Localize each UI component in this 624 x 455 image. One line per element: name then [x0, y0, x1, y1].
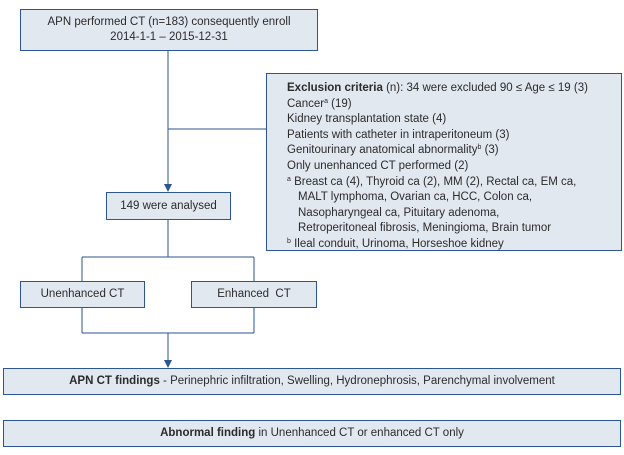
exclusion-cancer: Cancera (19) — [287, 97, 611, 113]
genito-label: Genitourinary anatomical abnormality — [287, 144, 478, 157]
exclusion-genitourinary: Genitourinary anatomical abnormalityb (3… — [287, 143, 611, 159]
footnote-b-line: b Ileal conduit, Urinoma, Horseshoe kidn… — [287, 237, 611, 253]
exclusion-unenhanced-only: Only unenhanced CT performed (2) — [287, 159, 469, 172]
apn-ct-findings-box: APN CT findings - Perinephric infiltrati… — [3, 368, 621, 395]
enrollment-text: APN performed CT (n=183) consequently en… — [47, 16, 291, 28]
cancer-footnote-mark: a — [324, 97, 328, 105]
exclusion-title-line: Exclusion criteria (n): 34 were excluded… — [287, 81, 611, 97]
cancer-label: Cancer — [287, 97, 325, 110]
exclusion-summary: (n): 34 were excluded 90 ≤ Age ≤ 19 (3) — [382, 82, 588, 94]
exclusion-kidney: Kidney transplantation state (4) — [287, 113, 447, 126]
genito-count: (3) — [481, 144, 499, 157]
footnote-a-mark: a — [287, 175, 291, 183]
enrollment-box: APN performed CT (n=183) consequently en… — [20, 9, 318, 51]
abnormal-title: Abnormal finding — [160, 427, 256, 439]
exclusion-title: Exclusion criteria — [287, 82, 383, 94]
footnote-a-text: Breast ca (4), Thyroid ca (2), MM (2), R… — [290, 175, 577, 188]
enhanced-ct-label: Enhanced CT — [217, 288, 291, 300]
findings-line: APN CT findings - Perinephric infiltrati… — [69, 374, 555, 389]
enhanced-ct-box: Enhanced CT — [191, 281, 317, 308]
abnormal-finding-box: Abnormal finding in Unenhanced CT or enh… — [3, 420, 621, 447]
footnote-b-text: Ileal conduit, Urinoma, Horseshoe kidney — [290, 237, 504, 250]
abnormal-line: Abnormal finding in Unenhanced CT or enh… — [160, 426, 464, 441]
analysed-box: 149 were analysed — [106, 192, 231, 220]
footnote-b-mark: b — [287, 237, 291, 245]
analysed-text: 149 were analysed — [120, 199, 217, 212]
unenhanced-ct-box: Unenhanced CT — [20, 281, 145, 308]
footnote-a-line2: MALT lymphoma, Ovarian ca, HCC, Colon ca… — [298, 191, 533, 204]
exclusion-criteria-box: Exclusion criteria (n): 34 were excluded… — [266, 73, 622, 251]
exclusion-catheter: Patients with catheter in intraperitoneu… — [287, 128, 510, 141]
findings-title: APN CT findings — [69, 375, 160, 387]
genito-footnote-mark: b — [477, 144, 482, 152]
footnote-a-line3: Nasopharyngeal ca, Pituitary adenoma, — [298, 206, 500, 219]
footnote-a-line1: a Breast ca (4), Thyroid ca (2), MM (2),… — [287, 175, 611, 191]
findings-text: - Perinephric infiltration, Swelling, Hy… — [159, 375, 555, 387]
abnormal-text: in Unenhanced CT or enhanced CT only — [255, 427, 464, 439]
enrollment-dates: 2014-1-1 – 2015-12-31 — [110, 31, 228, 43]
footnote-a-line4: Retroperitoneal fibrosis, Meningioma, Br… — [298, 222, 552, 235]
cancer-count: (19) — [327, 97, 352, 110]
unenhanced-ct-label: Unenhanced CT — [40, 288, 125, 300]
